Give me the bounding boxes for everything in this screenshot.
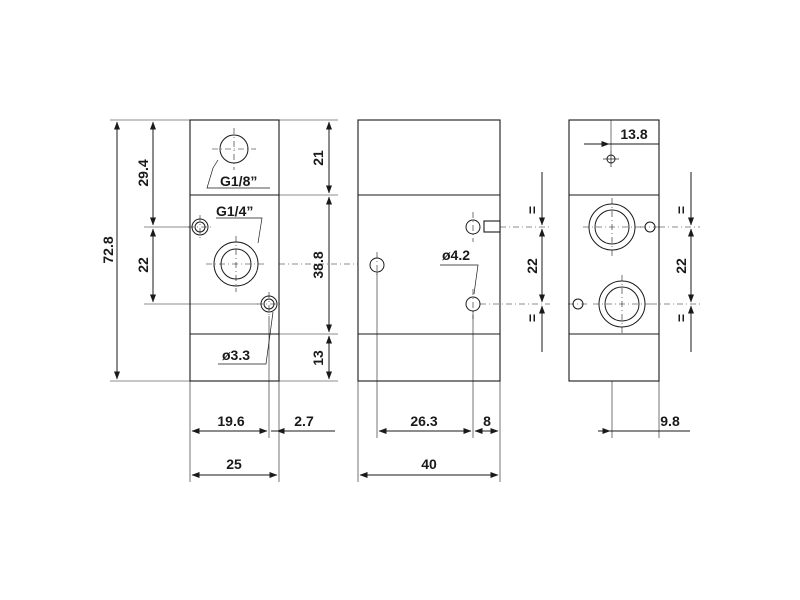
middle-dimensions: = 22 = 26.3 8 40	[359, 172, 545, 478]
dim-offset-13-8: 13.8	[620, 126, 647, 142]
dim-bottom-section: 13	[310, 350, 326, 366]
equal-mark-mid-top: =	[524, 206, 540, 214]
hole-middle-upper	[465, 212, 481, 242]
dim-width-40: 40	[421, 456, 437, 472]
dim-width-25: 25	[226, 456, 242, 472]
hole-right-lower	[568, 298, 588, 310]
hole-right-upper	[640, 221, 660, 233]
dim-port-spacing-mid: 22	[524, 258, 540, 274]
right-view	[568, 119, 660, 382]
equal-mark-right-top: =	[673, 206, 689, 214]
dim-width-19-6: 19.6	[217, 413, 244, 429]
marker-hole-top	[603, 151, 619, 167]
g14-port	[206, 236, 266, 292]
label-d33: ø3.3	[222, 347, 250, 363]
right-extension-lines	[610, 120, 700, 438]
mount-hole-lower	[257, 292, 281, 316]
left-view: G1/8” G1/4” ø3.3	[188, 119, 281, 382]
dim-overall-height: 72.8	[100, 236, 116, 263]
label-g14: G1/4”	[216, 203, 253, 219]
port-right-lower	[593, 275, 651, 333]
equal-mark-right-bottom: =	[673, 314, 689, 322]
g18-port	[212, 128, 256, 170]
label-g18: G1/8”	[220, 173, 257, 189]
right-dimensions: 13.8 = 22 = 9.8	[584, 126, 694, 434]
middle-extension-lines	[357, 226, 550, 482]
middle-view-body	[357, 119, 501, 382]
middle-view: ø4.2	[357, 119, 501, 382]
mount-hole-upper	[188, 215, 212, 239]
port-right-upper	[583, 198, 641, 256]
pilot-stub	[483, 220, 501, 233]
dim-offset-9-8: 9.8	[660, 413, 680, 429]
dim-middle-section: 38.8	[310, 251, 326, 278]
dim-upper-port-height: 29.4	[135, 159, 151, 186]
dim-top-section: 21	[310, 150, 326, 166]
dim-port-spacing-right: 22	[673, 258, 689, 274]
right-view-body	[568, 119, 660, 382]
dim-width-8: 8	[483, 413, 491, 429]
left-dimensions: 72.8 29.4 22 21 38.8 13 19.6 2.7 25	[100, 121, 335, 478]
dim-width-2-7: 2.7	[294, 413, 314, 429]
left-view-body	[189, 119, 280, 382]
dim-width-26-3: 26.3	[410, 413, 437, 429]
dim-port-spacing-left: 22	[135, 257, 151, 273]
equal-mark-mid-bottom: =	[524, 314, 540, 322]
label-d42: ø4.2	[442, 247, 470, 263]
